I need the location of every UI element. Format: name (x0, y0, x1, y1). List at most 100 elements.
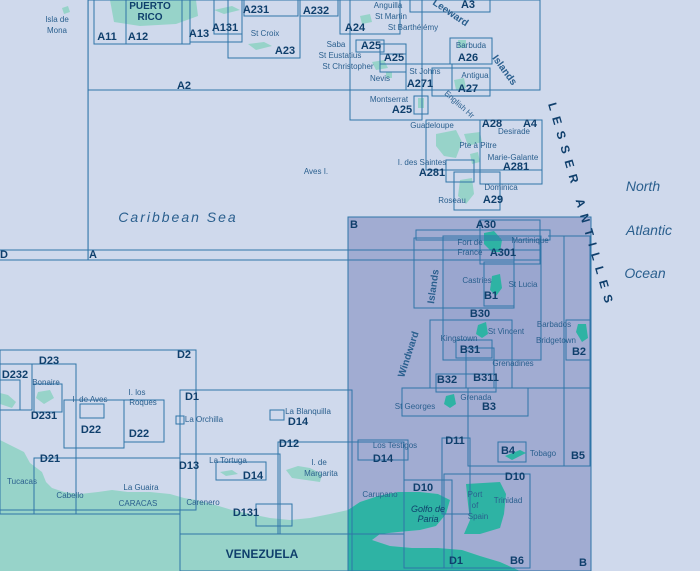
region-b-inner-shade (443, 236, 541, 360)
bonaire-island (36, 390, 54, 404)
chart-number-label: D22 (81, 424, 101, 436)
chart-number-label: B311 (473, 372, 499, 384)
margarita-island (286, 466, 322, 482)
chart-number-label: D14 (373, 453, 394, 465)
golfo-label: Golfo de (411, 504, 445, 514)
chart-number-label: D14 (243, 470, 264, 482)
chart-number-label: A13 (189, 28, 209, 40)
place-label: Saba (327, 40, 346, 49)
venezuela-land (0, 440, 520, 571)
place-label: Grenada (460, 393, 492, 402)
place-label: St Vincent (488, 327, 525, 336)
place-label: Montserrat (370, 95, 409, 104)
st-lucia-island (490, 274, 502, 296)
barbados-island (576, 324, 588, 342)
chart-number-label: A25 (361, 40, 381, 52)
chart-number-label: B3 (482, 401, 496, 413)
chart-number-label: B (579, 557, 587, 569)
place-label: Bonaire (32, 378, 60, 387)
chart-boundaries (0, 0, 592, 571)
chart-number-label: D1 (449, 555, 463, 567)
place-label: Desirade (498, 127, 531, 136)
place-label: France (458, 248, 483, 257)
chart-number-label: D231 (31, 410, 57, 422)
virgin-islands (214, 6, 240, 14)
chart-number-label: A232 (303, 5, 329, 17)
antigua-island (454, 78, 466, 90)
chart-number-label: D12 (279, 438, 299, 450)
place-label: I. de (311, 458, 327, 467)
place-label: St Barthélémy (388, 23, 438, 32)
puerto-rico-island (110, 0, 198, 26)
place-label: St Christopher (322, 62, 373, 71)
chart-number-label: B5 (571, 450, 585, 462)
curacao-island (0, 393, 16, 408)
st-martin-island (360, 14, 372, 24)
place-label: La Tortuga (209, 456, 247, 465)
place-label: Bridgetown (536, 336, 576, 345)
montserrat-island (418, 98, 424, 108)
place-label: Margarita (304, 469, 338, 478)
chart-number-label: D (0, 249, 8, 261)
puerto-label: PUERTO (129, 1, 171, 12)
paria-label: Paria (417, 514, 438, 524)
place-label: Barbados (537, 320, 571, 329)
place-label: La Guaira (123, 483, 159, 492)
place-label: Spain (468, 512, 488, 521)
place-label: Grenadines (492, 359, 533, 368)
place-label: Dominica (484, 183, 518, 192)
chart-number-label: D11 (445, 435, 465, 447)
place-label: Barbuda (456, 41, 487, 50)
chart-number-label: A27 (458, 83, 478, 95)
place-label: St Lucia (509, 280, 538, 289)
place-label: Cabello (56, 491, 84, 500)
chart-number-label: D13 (179, 460, 199, 472)
chart-number-label: B6 (510, 555, 524, 567)
chart-number-label: D10 (413, 482, 433, 494)
nevis-island (386, 72, 392, 78)
chart-number-label: B2 (572, 346, 586, 358)
chart-number-label: D232 (2, 369, 28, 381)
chart-number-label: A3 (461, 0, 475, 11)
place-label: Trinidad (494, 496, 523, 505)
chart-number-label: D22 (129, 428, 149, 440)
place-label: La Blanquilla (285, 407, 331, 416)
tortuga-island (220, 470, 238, 476)
place-label: St Croix (251, 29, 279, 38)
chart-number-label: B31 (460, 344, 480, 356)
place-label: St Eustatius (319, 51, 362, 60)
place-label: Port (468, 490, 483, 499)
place-label: CARACAS (119, 499, 158, 508)
place-label: St Martin (375, 12, 407, 21)
place-label: Roseau (438, 196, 466, 205)
place-label: Mona (47, 26, 68, 35)
chart-number-label: A25 (392, 104, 412, 116)
place-label: I. de Aves (73, 395, 108, 404)
place-label: La Orchilla (185, 415, 224, 424)
place-label: Tobago (530, 449, 557, 458)
marie-galante-island (470, 152, 480, 164)
place-label: St Georges (395, 402, 435, 411)
rico-label: RICO (138, 12, 163, 23)
st-vincent-island (476, 322, 488, 338)
chart-number-label: A12 (128, 31, 148, 43)
venezuela-label: VENEZUELA (226, 547, 299, 561)
place-label: I. los (129, 388, 146, 397)
ocean-label: Ocean (624, 265, 665, 281)
chart-number-label: B32 (437, 374, 457, 386)
place-label: Los Testigos (373, 441, 417, 450)
chart-number-label: A231 (243, 4, 269, 16)
place-label: St Johns (409, 67, 440, 76)
chart-number-label: A2 (177, 80, 191, 92)
chart-number-label: D131 (233, 507, 259, 519)
chart-number-label: D10 (505, 471, 525, 483)
chart-number-label: A (89, 249, 97, 261)
chart-number-label: D21 (40, 453, 60, 465)
chart-number-label: D14 (288, 416, 309, 428)
chart-number-label: D1 (185, 391, 199, 403)
caribbean-sea-label: Caribbean Sea (118, 209, 237, 225)
place-label: Pte à Pitre (459, 141, 497, 150)
guadeloupe-island (436, 130, 462, 158)
chart-number-label: A28 (482, 118, 502, 130)
